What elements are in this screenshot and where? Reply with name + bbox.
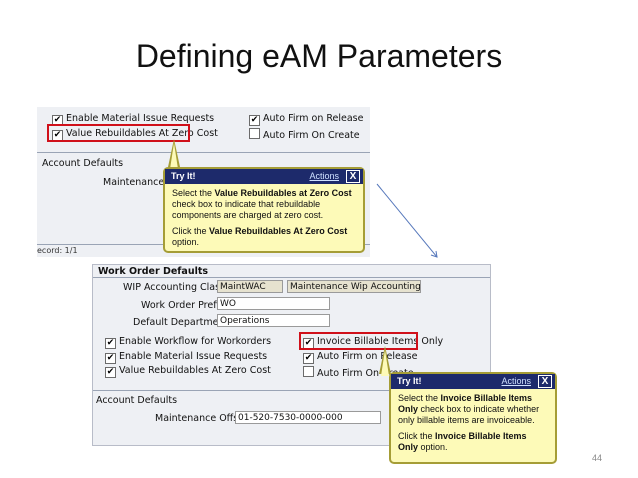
checkbox-checked-icon[interactable]: ✔ (249, 115, 260, 126)
actions-link[interactable]: Actions (501, 376, 531, 386)
checkbox-checked-icon[interactable]: ✔ (303, 353, 314, 364)
wip-accounting-class-field[interactable]: MaintWAC (217, 280, 283, 293)
page-number: 44 (591, 453, 602, 463)
enable-workflow-checkbox[interactable]: ✔Enable Workflow for Workorders (105, 336, 271, 349)
tooltip-body: Select the Invoice Billable Items Only c… (391, 389, 555, 457)
auto-firm-create-checkbox[interactable]: Auto Firm On Create (303, 366, 414, 379)
tooltip-emphasis: Value Rebuildables at Zero Cost (214, 188, 352, 198)
divider (93, 277, 490, 278)
checkbox-label: Auto Firm on Release (263, 113, 364, 124)
work-order-prefix-field[interactable]: WO (217, 297, 330, 310)
tooltip-pointer (381, 350, 389, 376)
account-defaults-heading: Account Defaults (42, 158, 124, 169)
account-defaults-heading: Account Defaults (96, 395, 178, 406)
tooltip-text: check box to indicate whether only billa… (398, 404, 540, 425)
divider (37, 152, 370, 153)
tooltip-text: option. (172, 237, 200, 247)
checkbox-label: Enable Material Issue Requests (66, 113, 215, 124)
auto-firm-release-checkbox[interactable]: ✔Auto Firm on Release (249, 113, 363, 126)
tooltip-text: option. (418, 442, 448, 452)
auto-firm-release-checkbox[interactable]: ✔Auto Firm on Release (303, 351, 417, 364)
actions-link[interactable]: Actions (309, 171, 339, 181)
tooltip-text: Select the (398, 393, 441, 403)
tooltip-text: check box to indicate that rebuildable c… (172, 199, 324, 220)
slide-title: Defining eAM Parameters (135, 38, 503, 74)
checkbox-unchecked-icon[interactable] (303, 366, 314, 377)
close-icon[interactable]: X (346, 170, 360, 183)
try-it-tooltip-rebuildables: Try It! Actions X Select the Value Rebui… (163, 167, 365, 253)
auto-firm-create-checkbox[interactable]: Auto Firm On Create (249, 128, 360, 141)
maintenance-offset-label: Maintenance Offset (155, 413, 248, 424)
checkbox-checked-icon[interactable]: ✔ (105, 338, 116, 349)
tooltip-emphasis: Value Rebuildables At Zero Cost (209, 226, 348, 236)
checkbox-label: Auto Firm on Release (317, 351, 418, 362)
close-icon[interactable]: X (538, 375, 552, 388)
wip-accounting-description-field: Maintenance Wip Accounting Clas (287, 280, 421, 293)
tooltip-text: Click the (172, 226, 210, 236)
record-status: ecord: 1/1 (37, 246, 78, 255)
tooltip-header: Try It! Actions X (165, 169, 363, 184)
divider (93, 390, 490, 391)
highlight-box (47, 124, 190, 142)
wip-accounting-class-label: WIP Accounting Class (123, 282, 226, 293)
checkbox-unchecked-icon[interactable] (249, 128, 260, 139)
maintenance-offset-label: Maintenance O (103, 177, 175, 188)
checkbox-label: Enable Material Issue Requests (119, 351, 268, 362)
highlight-box (299, 332, 418, 350)
checkbox-label: Auto Firm On Create (317, 368, 414, 379)
maintenance-offset-field[interactable]: 01-520-7530-0000-000 (235, 411, 381, 424)
checkbox-label: Auto Firm On Create (263, 130, 360, 141)
tooltip-text: Click the (398, 431, 436, 441)
tooltip-body: Select the Value Rebuildables at Zero Co… (165, 184, 363, 252)
checkbox-checked-icon[interactable]: ✔ (105, 367, 116, 378)
tooltip-text: Select the (172, 188, 215, 198)
default-department-field[interactable]: Operations (217, 314, 330, 327)
tooltip-emphasis: Invoice Billable Items Only (398, 431, 527, 452)
checkbox-checked-icon[interactable]: ✔ (105, 353, 116, 364)
enable-material-issue-checkbox[interactable]: ✔Enable Material Issue Requests (105, 351, 267, 364)
checkbox-label: Invoice Billable Items Only (317, 336, 444, 347)
tooltip-title: Try It! (171, 171, 196, 181)
try-it-tooltip-invoice: Try It! Actions X Select the Invoice Bil… (389, 372, 557, 464)
checkbox-label: Enable Workflow for Workorders (119, 336, 272, 347)
checkbox-label: Value Rebuildables At Zero Cost (119, 365, 271, 376)
checkbox-label: Value Rebuildables At Zero Cost (66, 128, 218, 139)
tooltip-emphasis: Invoice Billable Items Only (398, 393, 533, 414)
default-department-label: Default Department (133, 317, 229, 328)
section-title: Work Order Defaults (98, 266, 209, 277)
tooltip-pointer (170, 143, 178, 169)
tooltip-title: Try It! (397, 376, 422, 386)
value-rebuildables-checkbox[interactable]: ✔Value Rebuildables At Zero Cost (105, 365, 271, 378)
work-order-prefix-label: Work Order Prefix (141, 300, 225, 311)
tooltip-header: Try It! Actions X (391, 374, 555, 389)
